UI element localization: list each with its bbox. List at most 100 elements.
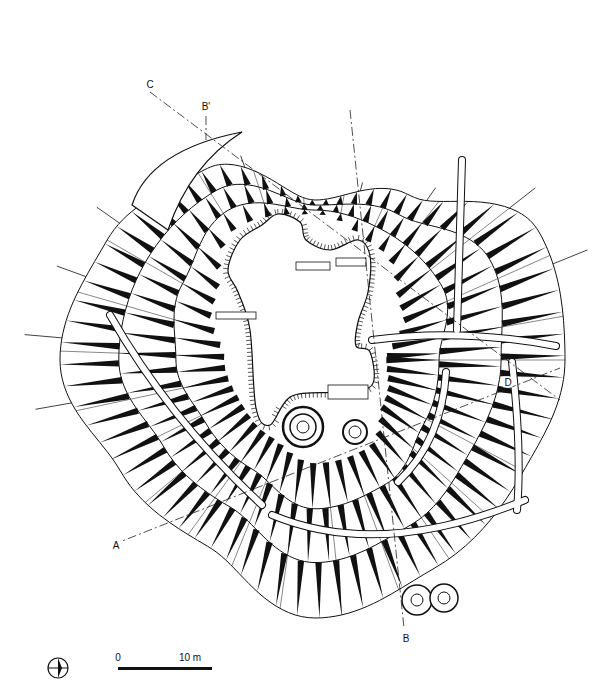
scarp-tick [365,241,369,244]
slope-hachure [366,548,383,599]
scarp-tick [251,407,256,409]
scarp-tick [310,239,313,243]
terrace-hachures [25,156,588,618]
slope-hachure [176,301,212,319]
scarp-tick [372,357,377,358]
slope-hachure [365,189,374,206]
scarp-tick [234,240,238,243]
scarp-tick [334,244,336,249]
terrace-division [253,170,268,216]
slope-hachure [175,338,221,348]
slope-line [360,182,362,191]
slope-line [427,188,436,201]
scarp-tick [225,259,230,260]
scarp-tick [374,382,379,383]
scarp-tick [374,369,379,370]
slope-hachure [347,455,364,495]
plateau-edge [228,214,374,426]
scarp-tick [254,224,256,228]
terrace-division [386,398,524,471]
scarp-tick [234,294,239,296]
scarp-tick [369,347,373,350]
slope-hachure [60,360,119,366]
scarp-tick [371,270,376,271]
scarp-tick [247,348,252,349]
round-structures [283,407,458,615]
slope-hachure [125,313,175,328]
track [398,372,446,482]
slope-hachure [279,452,293,493]
scarp-tick [230,248,234,250]
trench [216,312,256,319]
slope-hachure [439,347,501,354]
scarp-tick [364,306,369,308]
slope-hachure [379,485,404,529]
scarp-tick [232,244,236,246]
terrace-division [368,189,391,241]
slope-hachure [333,560,342,615]
slope-hachure [394,194,407,215]
slope-hachure [387,366,439,375]
crescent-bank [132,132,242,230]
scarp-tick [282,406,286,409]
scarp-tick [225,277,230,279]
slope-hachure [209,229,226,249]
slope-hachure [501,290,559,310]
terrace-division [386,360,565,361]
scarp-tick [309,393,310,398]
scarp-tick [248,380,253,381]
scarp-tick [236,236,240,239]
scarp-tick [303,232,308,234]
slope-hachure [61,342,119,349]
slope-hachure [486,227,536,259]
scarp-tick [290,212,292,217]
terrace-division [326,462,342,614]
scarp-tick [325,393,326,398]
slope-hachure [351,192,357,205]
slope-hachure [288,503,298,555]
scarp-tick [272,414,276,416]
scarp-tick [223,268,228,270]
slope-hachure [319,210,325,215]
scarp-tick [240,309,245,311]
scarp-tick [317,393,318,398]
terrace-division [78,292,214,331]
slope-line [97,207,120,223]
scarp-tick [229,283,233,286]
scale-bar [118,667,212,670]
scarp-tick [320,243,322,248]
slope-hachure [494,247,546,275]
slope-hachure [241,529,260,576]
scarp-tick [274,420,278,423]
scarp-tick [257,222,260,226]
scarp-tick [266,215,269,219]
scarp-tick [290,397,293,401]
slope-hachure [415,228,443,256]
scarp-tick [245,332,250,334]
scarp-tick [248,372,253,373]
slope-hachure [84,280,131,299]
scarp-tick [236,298,241,300]
slope-hachure [492,401,551,419]
scarp-tick [348,237,350,242]
scarp-tick [246,336,251,338]
slope-hachure [443,265,493,294]
scarp-tick [237,301,242,303]
slope-hachure [192,385,234,402]
slope-hachure [499,268,554,292]
terrace-division [188,431,263,534]
scarp-tick [300,219,304,222]
slope-hachure [161,239,194,266]
slope-hachure [229,422,258,452]
slope-hachure [365,226,375,243]
scarp-tick [297,394,298,399]
section-line [350,110,404,628]
slope-hachure [211,507,236,548]
scarp-tick [373,364,378,366]
scarp-tick [303,228,308,229]
scarp-tick [305,393,306,398]
scarp-tick [371,262,376,263]
round-tower [290,414,316,440]
scarp-tick [370,254,375,255]
